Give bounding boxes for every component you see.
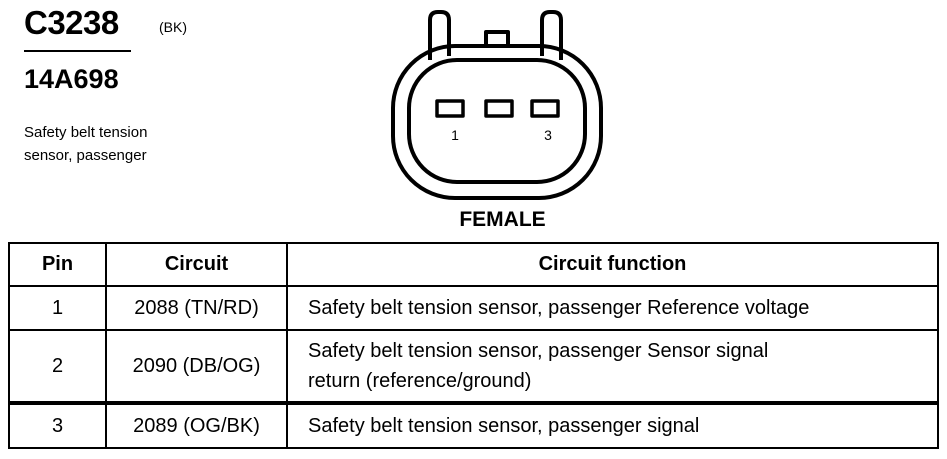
connector-outer-shell (391, 44, 603, 200)
description-line-2: sensor, passenger (24, 147, 147, 164)
cell-pin: 1 (8, 285, 107, 331)
part-number: 14A698 (24, 64, 119, 94)
pin-label-3: 3 (544, 127, 552, 143)
function-line: Safety belt tension sensor, passenger Se… (308, 340, 769, 362)
pin-circuit-table: Pin Circuit Circuit function 1 2088 (TN/… (8, 242, 939, 449)
cell-pin: 3 (8, 401, 107, 449)
header-circuit: Circuit (105, 242, 288, 287)
cell-circuit-function: Safety belt tension sensor, passenger Se… (286, 329, 939, 404)
description-line-1: Safety belt tension (24, 124, 148, 141)
pin-cavity-1 (435, 99, 465, 118)
connector-gender-label: FEMALE (459, 208, 546, 231)
right-latch-tab (540, 10, 563, 60)
center-key (484, 30, 510, 46)
function-line: Safety belt tension sensor, passenger si… (308, 415, 700, 437)
cell-circuit: 2090 (DB/OG) (105, 329, 288, 404)
connector-inner-shell (407, 58, 587, 184)
header-circuit-function: Circuit function (286, 242, 939, 287)
table-header-row: Pin Circuit Circuit function (8, 242, 939, 287)
title-underline (24, 50, 131, 52)
cell-circuit-function: Safety belt tension sensor, passenger Re… (286, 285, 939, 331)
table-row: 2 2090 (DB/OG) Safety belt tension senso… (8, 329, 939, 404)
pin-cavity-2 (484, 99, 514, 118)
cell-circuit-function: Safety belt tension sensor, passenger si… (286, 401, 939, 449)
cell-circuit: 2089 (OG/BK) (105, 401, 288, 449)
table-row: 3 2089 (OG/BK) Safety belt tension senso… (8, 401, 939, 449)
connector-face-diagram: 1 3 (391, 10, 603, 200)
connector-color-code: (BK) (159, 19, 187, 35)
pin-label-1: 1 (451, 127, 459, 143)
table-row: 1 2088 (TN/RD) Safety belt tension senso… (8, 285, 939, 331)
connector-id: C3238 (24, 4, 119, 41)
function-line: Safety belt tension sensor, passenger Re… (308, 297, 810, 319)
function-line: return (reference/ground) (308, 370, 532, 392)
cell-circuit: 2088 (TN/RD) (105, 285, 288, 331)
cell-pin: 2 (8, 329, 107, 404)
left-latch-tab (428, 10, 451, 60)
header-pin: Pin (8, 242, 107, 287)
connector-description: Safety belt tension sensor, passenger (24, 121, 194, 167)
pin-cavity-3 (530, 99, 560, 118)
